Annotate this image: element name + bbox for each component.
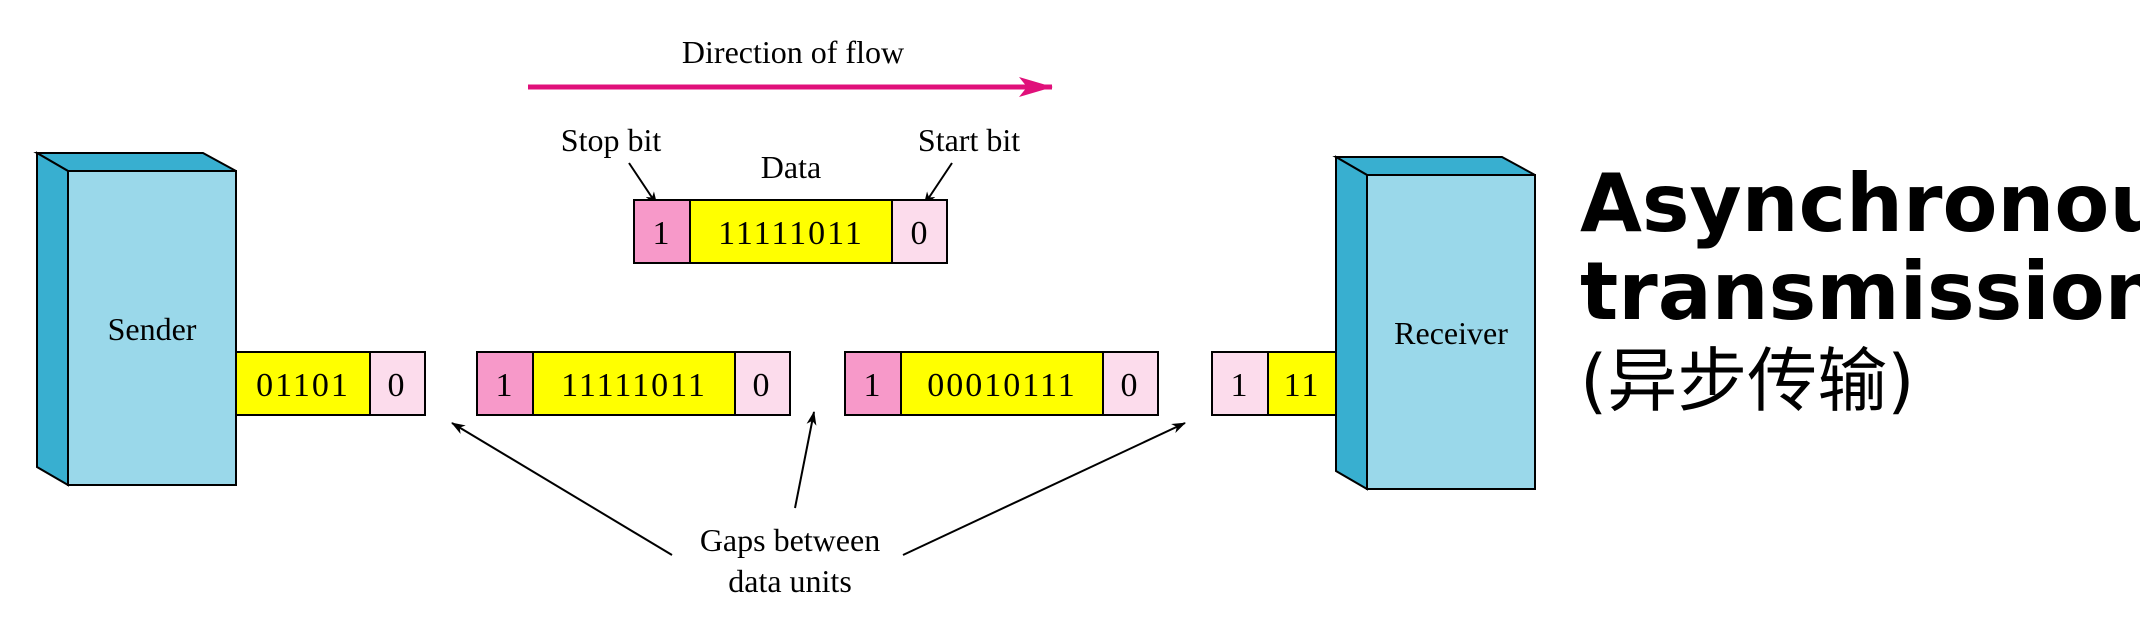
stop-bit: 1 (496, 367, 515, 404)
receiver-box-side (1335, 155, 1368, 491)
start-bit: 0 (1121, 367, 1140, 404)
legend-start-bit: 0 (911, 215, 930, 252)
data-unit: 1 11 (1211, 351, 1337, 416)
sender-box: Sender (33, 151, 237, 487)
data-bits: 00010111 (927, 367, 1076, 404)
stop-bit-pointer (628, 162, 658, 206)
legend-data-cell (689, 199, 893, 264)
start-cell (734, 351, 791, 416)
data-bits: 01101 (256, 367, 350, 404)
title-line2: transmission (1580, 245, 2140, 338)
data-bits: 11111011 (561, 367, 707, 404)
data-label: Data (761, 149, 821, 185)
legend-unit: Stop bit Data Start bit 1 11111011 0 (561, 122, 1020, 264)
flow-label: Direction of flow (682, 34, 904, 70)
data-cell (900, 351, 1104, 416)
gap-pointer-right (902, 422, 1186, 556)
stop-bit: 1 (864, 367, 883, 404)
sender-box-front (67, 170, 237, 486)
gaps-label-line1: Gaps between (700, 522, 880, 558)
data-bits: 11 (1284, 367, 1321, 404)
stop-cell (844, 351, 902, 416)
sender-box-top (33, 152, 237, 172)
receiver-box-front (1366, 174, 1536, 490)
stop-cell (476, 351, 534, 416)
start-cell (369, 351, 426, 416)
start-bit: 0 (388, 367, 407, 404)
stop-cell (1211, 351, 1269, 416)
data-cell (1267, 351, 1337, 416)
data-cell (532, 351, 736, 416)
start-bit: 0 (753, 367, 772, 404)
stop-bit: 1 (1231, 367, 1250, 404)
title-line1: Asynchronous (1580, 157, 2140, 250)
receiver-box-top (1332, 156, 1536, 176)
page-title: Asynchronous transmission (异步传输) (1580, 160, 2140, 426)
stop-bit-label: Stop bit (561, 122, 662, 158)
data-unit: 1 00010111 0 (844, 351, 1159, 416)
gap-pointer-left (451, 422, 673, 556)
legend-stop-cell (633, 199, 691, 264)
start-bit-pointer (923, 162, 953, 206)
legend-start-cell (891, 199, 948, 264)
start-bit-label: Start bit (918, 122, 1020, 158)
receiver-label: Receiver (1394, 315, 1508, 351)
sender-label: Sender (108, 311, 197, 347)
receiver-box: Receiver (1332, 155, 1536, 491)
legend-stop-bit: 1 (653, 215, 672, 252)
data-unit: 01101 0 (235, 351, 426, 416)
legend-data-bits: 11111011 (718, 215, 864, 252)
data-unit: 1 11111011 0 (476, 351, 791, 416)
sender-box-side (36, 151, 69, 487)
start-cell (1102, 351, 1159, 416)
title-line3: (异步传输) (1580, 340, 1915, 422)
gaps-label-line2: data units (728, 563, 852, 599)
gap-pointer-middle (794, 411, 817, 509)
